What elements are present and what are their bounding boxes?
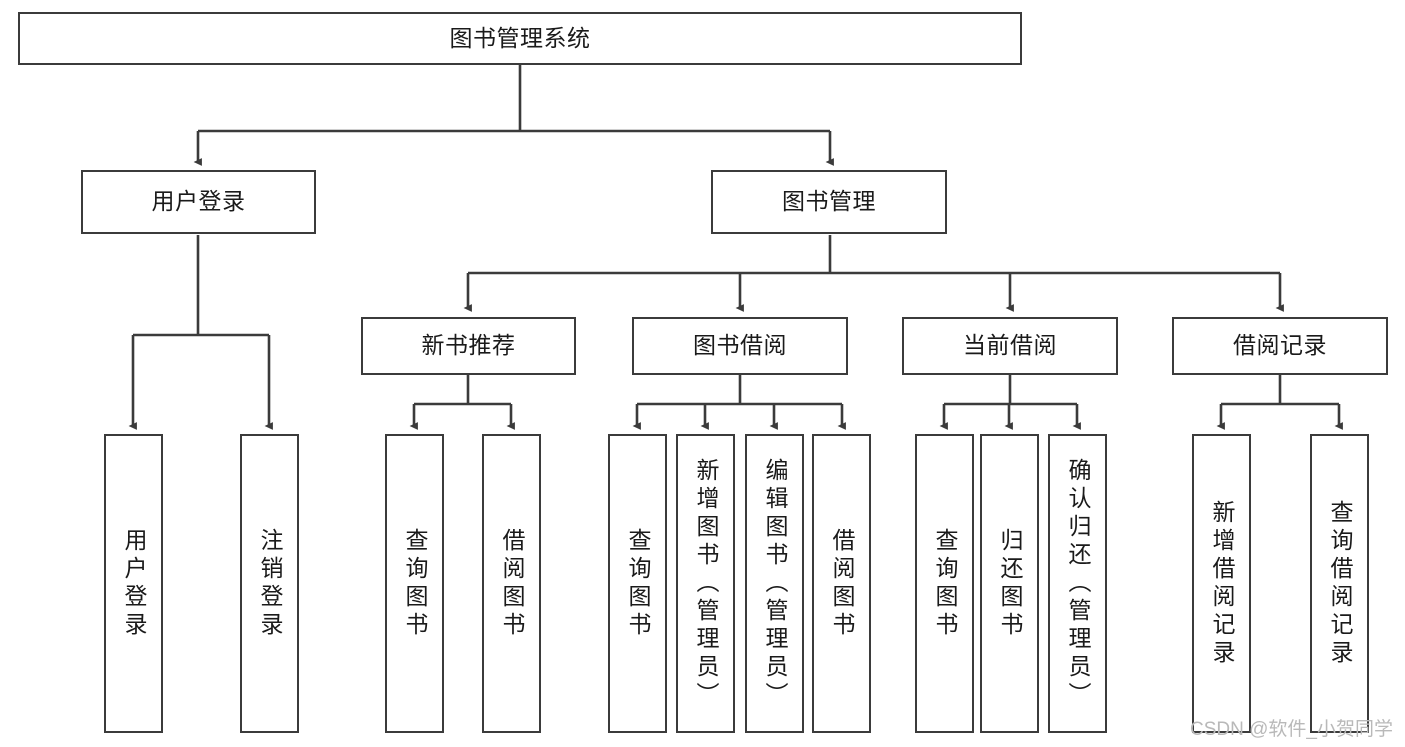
node-leaf-edit-book-admin-label: 编辑图书（管理员）	[762, 457, 788, 710]
node-leaf-query-book-recommend-label: 查询图书	[402, 527, 428, 640]
node-leaf-edit-book-admin[interactable]: 编辑图书（管理员）	[745, 434, 804, 733]
node-leaf-return-book-label: 归还图书	[997, 527, 1023, 640]
node-user-login-label: 用户登录	[151, 188, 246, 215]
node-leaf-query-book-borrow[interactable]: 查询图书	[608, 434, 667, 733]
node-leaf-borrow-book-recommend-label: 借阅图书	[499, 527, 525, 640]
node-leaf-confirm-return-admin[interactable]: 确认归还（管理员）	[1048, 434, 1107, 733]
node-leaf-borrow-book-recommend[interactable]: 借阅图书	[482, 434, 541, 733]
node-leaf-confirm-return-admin-label: 确认归还（管理员）	[1065, 457, 1091, 710]
node-current-borrow[interactable]: 当前借阅	[902, 317, 1118, 375]
node-leaf-borrow-book-label: 借阅图书	[829, 527, 855, 640]
node-new-book-recommend[interactable]: 新书推荐	[361, 317, 576, 375]
node-book-borrow[interactable]: 图书借阅	[632, 317, 848, 375]
node-leaf-add-borrow-record-label: 新增借阅记录	[1209, 499, 1235, 668]
node-leaf-user-login-label: 用户登录	[121, 527, 147, 640]
node-leaf-user-login[interactable]: 用户登录	[104, 434, 163, 733]
node-leaf-add-borrow-record[interactable]: 新增借阅记录	[1192, 434, 1251, 733]
node-leaf-query-book-current-label: 查询图书	[932, 527, 958, 640]
node-leaf-query-book-current[interactable]: 查询图书	[915, 434, 974, 733]
node-leaf-return-book[interactable]: 归还图书	[980, 434, 1039, 733]
node-leaf-logout-label: 注销登录	[257, 527, 283, 640]
csdn-watermark: CSDN @软件_小贺同学	[1190, 719, 1393, 740]
node-root-label: 图书管理系统	[449, 24, 591, 51]
node-borrow-record-label: 借阅记录	[1233, 332, 1327, 359]
node-borrow-record[interactable]: 借阅记录	[1172, 317, 1388, 375]
node-leaf-borrow-book[interactable]: 借阅图书	[812, 434, 871, 733]
node-leaf-add-book-admin-label: 新增图书（管理员）	[693, 457, 719, 710]
node-leaf-logout[interactable]: 注销登录	[240, 434, 299, 733]
node-leaf-query-borrow-record-label: 查询借阅记录	[1327, 499, 1353, 668]
node-leaf-query-book-borrow-label: 查询图书	[625, 527, 651, 640]
node-book-management[interactable]: 图书管理	[711, 170, 947, 234]
node-root[interactable]: 图书管理系统	[18, 12, 1022, 65]
node-leaf-query-book-recommend[interactable]: 查询图书	[385, 434, 444, 733]
node-book-borrow-label: 图书借阅	[693, 332, 787, 359]
node-leaf-add-book-admin[interactable]: 新增图书（管理员）	[676, 434, 735, 733]
node-user-login[interactable]: 用户登录	[81, 170, 316, 234]
node-current-borrow-label: 当前借阅	[963, 332, 1057, 359]
node-book-management-label: 图书管理	[782, 188, 876, 215]
node-leaf-query-borrow-record[interactable]: 查询借阅记录	[1310, 434, 1369, 733]
node-new-book-recommend-label: 新书推荐	[421, 332, 516, 359]
